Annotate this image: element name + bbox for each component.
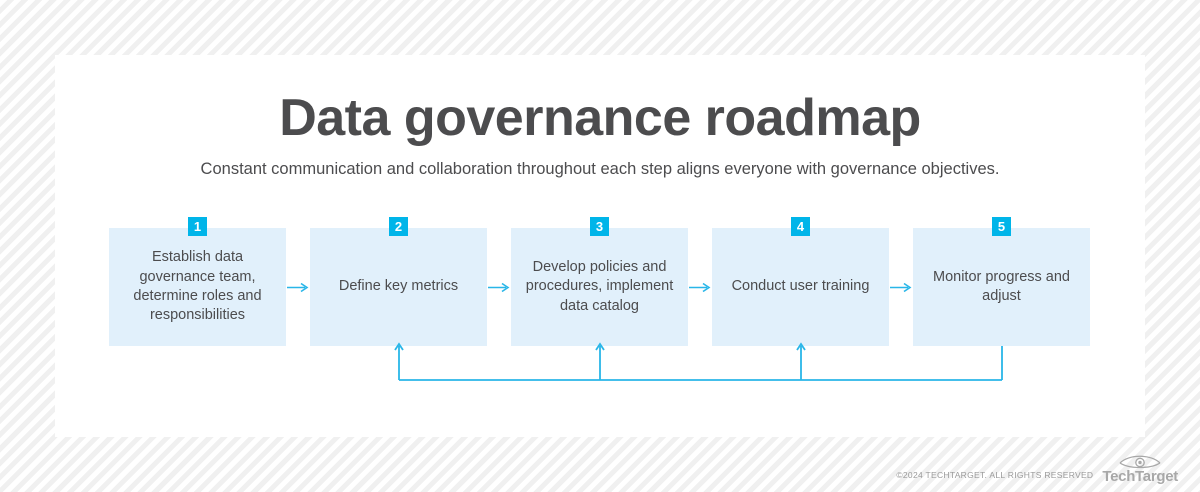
page-subtitle: Constant communication and collaboration… bbox=[200, 160, 1000, 178]
flow-step-3-badge: 3 bbox=[590, 217, 609, 236]
eye-icon bbox=[1119, 455, 1161, 469]
flow-step-5-label: Monitor progress and adjust bbox=[932, 268, 1070, 304]
flow-arrow-3-to-4 bbox=[689, 282, 711, 293]
flow-step-2-label: Define key metrics bbox=[338, 278, 459, 295]
feedback-arrow-to-step-2 bbox=[394, 342, 404, 380]
flow-step-1[interactable]: Establish data governance team, determin… bbox=[109, 228, 286, 346]
flow-step-1-badge: 1 bbox=[188, 217, 207, 236]
page-title: Data governance roadmap bbox=[279, 89, 921, 147]
flow-step-4-label: Conduct user training bbox=[731, 278, 870, 295]
feedback-loop bbox=[394, 342, 1003, 381]
flow-arrow-4-to-5 bbox=[890, 282, 912, 293]
content-card: Data governance roadmap Constant communi… bbox=[55, 55, 1145, 437]
flow-arrow-1-to-2 bbox=[287, 282, 309, 293]
copyright-text: ©2024 TECHTARGET. ALL RIGHTS RESERVED bbox=[896, 470, 1094, 480]
footer: ©2024 TECHTARGET. ALL RIGHTS RESERVED Te… bbox=[896, 453, 1178, 484]
feedback-arrow-to-step-4 bbox=[796, 342, 806, 380]
flow-step-5[interactable]: Monitor progress and adjust bbox=[913, 228, 1090, 346]
feedback-arrow-to-step-3 bbox=[595, 342, 605, 380]
flow-step-3[interactable]: Develop policies and procedures, impleme… bbox=[511, 228, 688, 346]
roadmap-flow-diagram: Establish data governance team, determin… bbox=[55, 55, 1145, 437]
techtarget-logo: TechTarget bbox=[1102, 453, 1178, 484]
flow-step-2[interactable]: Define key metrics bbox=[310, 228, 487, 346]
flow-step-3-label: Develop policies and procedures, impleme… bbox=[525, 259, 674, 314]
flow-step-4[interactable]: Conduct user training bbox=[712, 228, 889, 346]
logo-wordmark: TechTarget bbox=[1102, 468, 1178, 485]
flow-step-4-badge: 4 bbox=[791, 217, 810, 236]
flow-step-2-badge: 2 bbox=[389, 217, 408, 236]
flow-step-1-label: Establish data governance team, determin… bbox=[133, 249, 262, 324]
flow-arrow-2-to-3 bbox=[488, 282, 510, 293]
flow-step-5-badge: 5 bbox=[992, 217, 1011, 236]
